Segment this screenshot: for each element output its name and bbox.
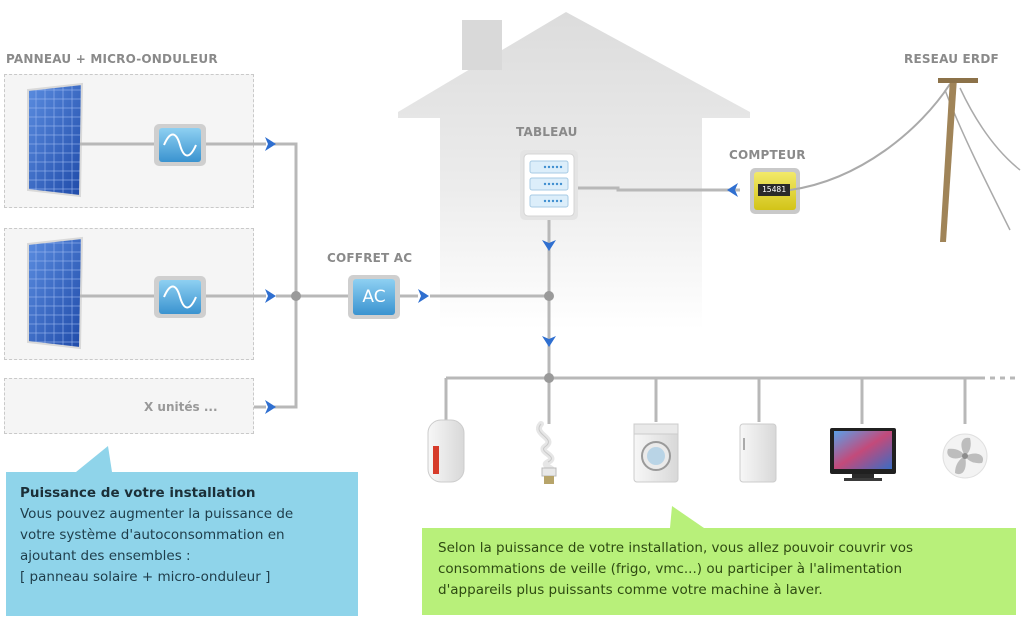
water-heater-icon [427,419,465,483]
arrow-right-icon [265,137,276,151]
meter-display: 15481 [761,185,787,194]
arrow-down-icon [542,240,556,251]
tableau-icon [520,150,578,220]
house-chimney [462,20,502,70]
meter-label: COMPTEUR [729,148,806,162]
fridge-icon [739,423,777,483]
coffret-ac-icon [348,275,400,319]
callout-pointer [670,506,704,528]
television-icon [830,428,896,481]
washing-machine-icon [633,423,679,483]
junctions [291,291,554,383]
arrow-right-icon [265,289,276,303]
extra-units-box [4,378,254,434]
installation-callout-line: votre système d'autoconsommation en [20,527,285,543]
arrow-left-icon [727,183,738,197]
installation-callout-line: ajoutant des ensembles : [20,548,191,564]
consumption-callout: Selon la puissance de votre installation… [422,528,1016,615]
panel-label: PANNEAU + MICRO-ONDULEUR [6,52,218,66]
coffret-label: COFFRET AC [327,251,413,265]
ac-box-label: AC [362,287,386,307]
installation-callout-line: Vous pouvez augmenter la puissance de [20,506,294,522]
network-label: RESEAU ERDF [904,52,999,66]
callout-pointer [76,446,112,472]
fan-icon [942,433,988,479]
arrow-down-icon [542,336,556,347]
installation-callout-title: Puissance de votre installation [20,485,256,501]
arrows [265,137,738,414]
consumption-callout-line: Selon la puissance de votre installation… [438,540,913,556]
consumption-callout-line: consommations de veille (frigo, vmc...) … [438,561,902,577]
light-bulb-icon [536,421,557,484]
extra-units-label: X unités ... [144,400,218,414]
board-label: TABLEAU [516,125,578,139]
utility-pole-icon [789,78,1021,242]
compteur-icon [750,168,800,214]
installation-callout: Puissance de votre installation Vous pou… [6,472,358,616]
panel-module-box [4,228,254,360]
installation-callout-line: [ panneau solaire + micro-onduleur ] [20,569,271,585]
consumption-callout-line: d'appareils plus puissants comme votre m… [438,582,823,598]
panel-module-box [4,74,254,208]
arrow-right-icon [265,400,276,414]
arrow-right-icon [418,289,429,303]
